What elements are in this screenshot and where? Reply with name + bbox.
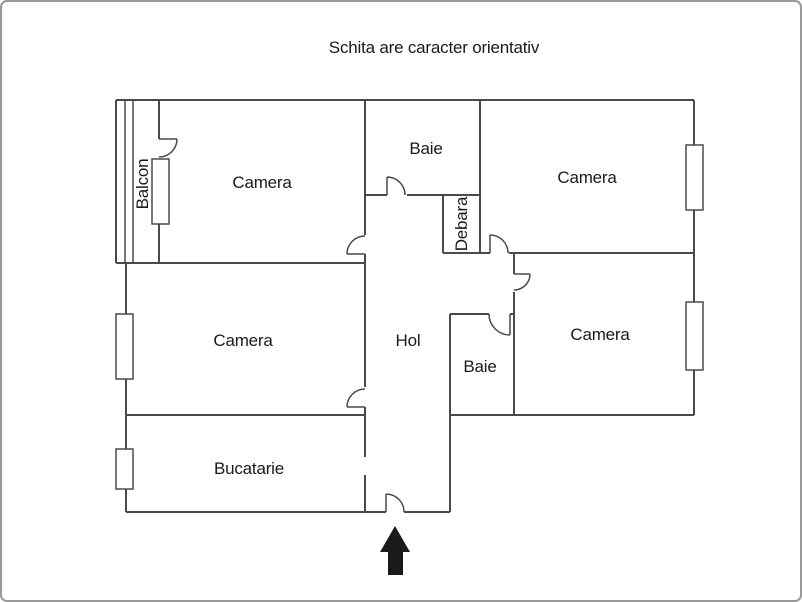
door-baie-mid (488, 313, 511, 336)
door-entrance (385, 493, 405, 513)
plan-disclaimer-title: Schita are caracter orientativ (328, 38, 540, 57)
room-label-debara: Debara (452, 196, 471, 252)
window-camera-mid-left (115, 313, 134, 380)
room-label-baie-mid: Baie (463, 357, 497, 376)
entrance-arrow-icon (380, 526, 410, 575)
room-label-camera-mid-right: Camera (570, 325, 630, 344)
door-baie-top (386, 176, 406, 196)
room-label-camera-mid-left: Camera (213, 331, 273, 350)
balcony-railing (124, 100, 134, 263)
window-balcon-wall (151, 158, 170, 225)
room-label-balcon: Balcon (133, 158, 152, 210)
door-camera-mid-left (346, 388, 366, 408)
window-camera-top-right (685, 144, 704, 211)
door-balcon (158, 138, 178, 158)
room-label-camera-top-left: Camera (232, 173, 292, 192)
window-bucatarie (115, 448, 134, 490)
walls-layer (115, 99, 695, 513)
room-label-camera-top-right: Camera (557, 168, 617, 187)
doors-layer (158, 138, 531, 513)
room-label-hol: Hol (395, 331, 421, 350)
windows-layer (115, 144, 704, 490)
room-label-baie-top: Baie (409, 139, 443, 158)
window-camera-mid-right (685, 301, 704, 371)
room-label-bucatarie: Bucatarie (213, 459, 285, 478)
door-camera-top-left (346, 235, 366, 255)
door-camera-mid-right (513, 273, 531, 291)
door-camera-top-right (489, 234, 509, 254)
